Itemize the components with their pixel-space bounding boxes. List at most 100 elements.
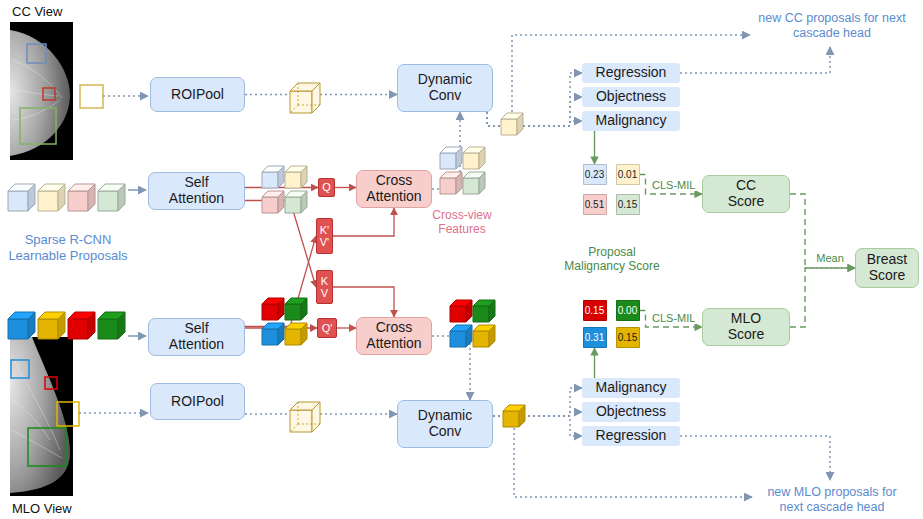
box-text: Malignancy [596, 380, 667, 396]
feature-cube [503, 405, 525, 427]
feature-cube [98, 312, 125, 339]
connector [245, 187, 318, 188]
box-text: Breast Score [862, 252, 912, 283]
cube-face [479, 172, 485, 194]
cube-face [463, 178, 479, 194]
feature-cube [262, 298, 284, 320]
box-text: 0.15 [618, 332, 637, 343]
malignancy-score-cell: 0.00 [616, 300, 640, 321]
feature-cube [68, 312, 95, 339]
connector [333, 208, 394, 236]
box-text: CC Score [724, 178, 769, 209]
cube-face [301, 191, 307, 213]
cube-hidden-edge [290, 424, 298, 432]
cube-face [285, 329, 301, 345]
connector [640, 175, 703, 195]
malignancy-score-cell: 0.15 [616, 194, 640, 215]
feature-cube [285, 191, 307, 213]
box-text: Cross Attention [362, 173, 426, 204]
cube-face [262, 197, 278, 213]
connector [640, 311, 703, 328]
connector [335, 187, 356, 188]
cube-face [503, 411, 519, 427]
cube-hidden-edge [298, 105, 320, 106]
feature-cube [473, 325, 495, 347]
attention-box: Cross Attention [356, 317, 432, 355]
cube-hidden-edge [298, 424, 320, 425]
box-text: 0.15 [618, 199, 637, 210]
cube-face [501, 119, 517, 135]
box-text: 0.00 [618, 305, 637, 316]
cube-face [278, 191, 284, 213]
box-text: 0.23 [585, 169, 604, 180]
cube-face [301, 323, 307, 345]
feature-cube [8, 184, 35, 211]
box-text: K' V' [319, 224, 331, 249]
module-box: Dynamic Conv [397, 400, 493, 448]
module-box: ROIPool [150, 77, 245, 112]
box-text: 0.15 [585, 305, 604, 316]
malignancy-score-cell: 0.15 [616, 327, 640, 348]
cube-face [8, 319, 28, 339]
text-label: Proposal Malignancy Score [560, 245, 664, 274]
box-text: Q [322, 181, 331, 193]
head-box: Regression [582, 63, 680, 83]
malignancy-score-cell: 0.23 [583, 164, 607, 185]
leader-line [128, 189, 146, 191]
malignancy-score-cell: 0.15 [583, 300, 607, 321]
cube-face [262, 172, 278, 188]
feature-cube [285, 166, 307, 188]
cube-face [98, 191, 118, 211]
leader-line [512, 35, 750, 112]
box-text: ROIPool [171, 87, 224, 103]
box-text: Dynamic Conv [414, 408, 476, 439]
text-label: MLO View [12, 501, 72, 517]
connector [245, 94, 397, 96]
connector [790, 268, 855, 327]
box-text: Objectness [596, 89, 666, 105]
feature-cube [450, 300, 472, 322]
box-text: Self Attention [162, 321, 232, 352]
head-box: Malignancy [582, 111, 680, 131]
box-text: Objectness [596, 404, 666, 420]
cube-face [489, 300, 495, 322]
text-label: new MLO proposals for next cascade head [757, 485, 907, 515]
cube-face [290, 410, 312, 432]
cube-hidden-edge [298, 83, 299, 105]
feature-cube [501, 113, 523, 135]
qkv-box: Q [318, 178, 335, 197]
proposal-box [57, 402, 79, 426]
connector [245, 236, 316, 327]
proposal-box [45, 377, 57, 389]
text-label: Cross-view Features [425, 208, 499, 237]
score-box: Breast Score [855, 248, 919, 288]
proposal-box [20, 108, 56, 144]
cube-face [88, 184, 95, 211]
cube-face [301, 298, 307, 320]
cube-face [450, 331, 466, 347]
feature-cube [473, 300, 495, 322]
qkv-box: K V [316, 270, 333, 304]
cube-face [312, 402, 320, 432]
cube-face [68, 191, 88, 211]
roi-feature-cube [290, 83, 320, 113]
cube-face [463, 153, 479, 169]
cube-face [68, 319, 88, 339]
mammogram-cc [10, 22, 73, 160]
cube-face [466, 300, 472, 322]
head-box: Objectness [582, 402, 680, 422]
text-label: CC View [12, 4, 62, 20]
cube-face [88, 312, 95, 339]
mammogram-mlo [10, 337, 73, 496]
feature-cube [450, 325, 472, 347]
roi-feature-cube [290, 402, 320, 432]
text-label: new CC proposals for next cascade head [757, 11, 907, 41]
cube-face [473, 331, 489, 347]
box-text: Malignancy [596, 113, 667, 129]
feature-cube [285, 323, 307, 345]
leader-line [680, 436, 830, 480]
breast-tissue [10, 30, 70, 156]
module-box: Dynamic Conv [397, 64, 493, 112]
leader-line [128, 335, 146, 337]
cube-face [285, 304, 301, 320]
